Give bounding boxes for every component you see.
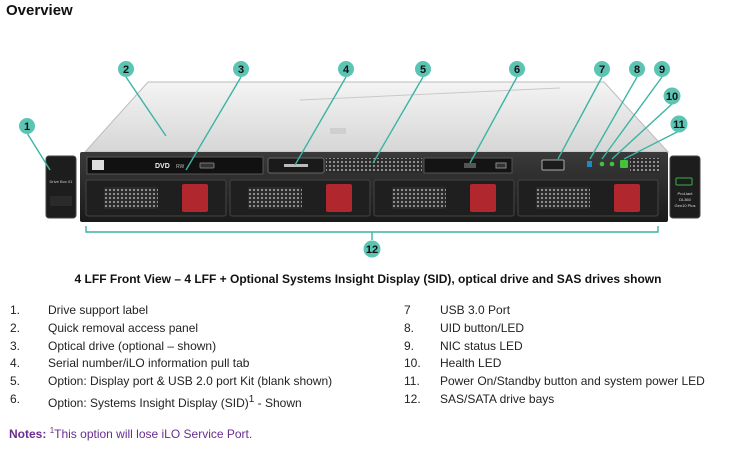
- notes-text: This option will lose iLO Service Port.: [54, 427, 253, 441]
- svg-text:2: 2: [123, 64, 129, 76]
- gen-label: Gen10 Plus: [675, 203, 696, 208]
- legend-item: 8.UID button/LED: [404, 320, 525, 335]
- model-label: DL360: [679, 197, 692, 202]
- drive-box-label: Drive Box 01: [50, 179, 74, 184]
- dvd-sub-label: RW: [176, 164, 185, 170]
- dvd-label: DVD: [155, 163, 170, 170]
- page-title: Overview: [6, 2, 73, 19]
- callout-1: 1: [19, 118, 35, 134]
- callout-9: 9: [654, 61, 670, 77]
- svg-text:9: 9: [659, 64, 665, 76]
- svg-text:8: 8: [634, 64, 640, 76]
- callout-8: 8: [629, 61, 645, 77]
- uid-led: [587, 161, 592, 167]
- svg-text:10: 10: [666, 91, 678, 103]
- svg-text:11: 11: [673, 119, 685, 131]
- drive-bay-3[interactable]: [373, 179, 515, 217]
- display-port-blank: [326, 158, 422, 173]
- callout-3: 3: [233, 61, 249, 77]
- optical-drive: [86, 156, 264, 175]
- notes: Notes: 1This option will lose iLO Servic…: [9, 426, 252, 441]
- svg-text:6: 6: [514, 64, 520, 76]
- svg-text:4: 4: [343, 64, 350, 76]
- legend-item: 10.Health LED: [404, 356, 502, 371]
- right-ear: [669, 155, 701, 219]
- legend-item: 5.Option: Display port & USB 2.0 port Ki…: [10, 374, 333, 389]
- drive-bay-4[interactable]: [517, 179, 659, 217]
- legend-item: 3.Optical drive (optional – shown): [10, 338, 217, 353]
- callout-10: 10: [663, 87, 681, 105]
- legend-item: 12.SAS/SATA drive bays: [404, 391, 555, 406]
- legend-item: 1.Drive support label: [10, 303, 149, 317]
- health-led: [609, 161, 615, 167]
- legend-item: 2.Quick removal access panel: [10, 320, 199, 335]
- legend-item: 4.Serial number/iLO information pull tab: [10, 356, 250, 371]
- svg-text:1: 1: [24, 121, 30, 133]
- callout-4: 4: [338, 61, 354, 77]
- drive-bay-1[interactable]: [85, 179, 227, 217]
- nic-led: [599, 161, 605, 167]
- brand-label: ProLiant: [678, 191, 694, 196]
- drive-bay-2[interactable]: [229, 179, 371, 217]
- leader-lines: [26, 76, 680, 240]
- notes-sup: 1: [49, 426, 55, 435]
- legend-item: 11.Power On/Standby button and system po…: [404, 374, 705, 389]
- callout-5: 5: [415, 61, 431, 77]
- svg-text:5: 5: [420, 64, 426, 76]
- callout-7: 7: [594, 61, 610, 77]
- callout-6: 6: [509, 61, 525, 77]
- legend-left: 1.Drive support label 2.Quick removal ac…: [10, 302, 332, 413]
- svg-text:3: 3: [238, 64, 244, 76]
- legend-item: 6.Option: Systems Insight Display (SID)1…: [10, 391, 302, 410]
- svg-text:7: 7: [599, 64, 605, 76]
- figure-caption: 4 LFF Front View – 4 LFF + Optional Syst…: [74, 272, 662, 286]
- callout-12: 12: [363, 240, 381, 258]
- legend-item: 9.NIC status LED: [404, 338, 523, 353]
- callout-11: 11: [670, 115, 688, 133]
- callout-2: 2: [118, 61, 134, 77]
- power-button: [620, 160, 628, 168]
- svg-text:12: 12: [366, 244, 378, 256]
- notes-label: Notes:: [9, 427, 47, 441]
- left-ear: [45, 155, 77, 219]
- server-diagram: Drive Box 01 ProLiant DL360 Gen10 Plus D…: [19, 61, 701, 258]
- usb-port: [541, 159, 565, 171]
